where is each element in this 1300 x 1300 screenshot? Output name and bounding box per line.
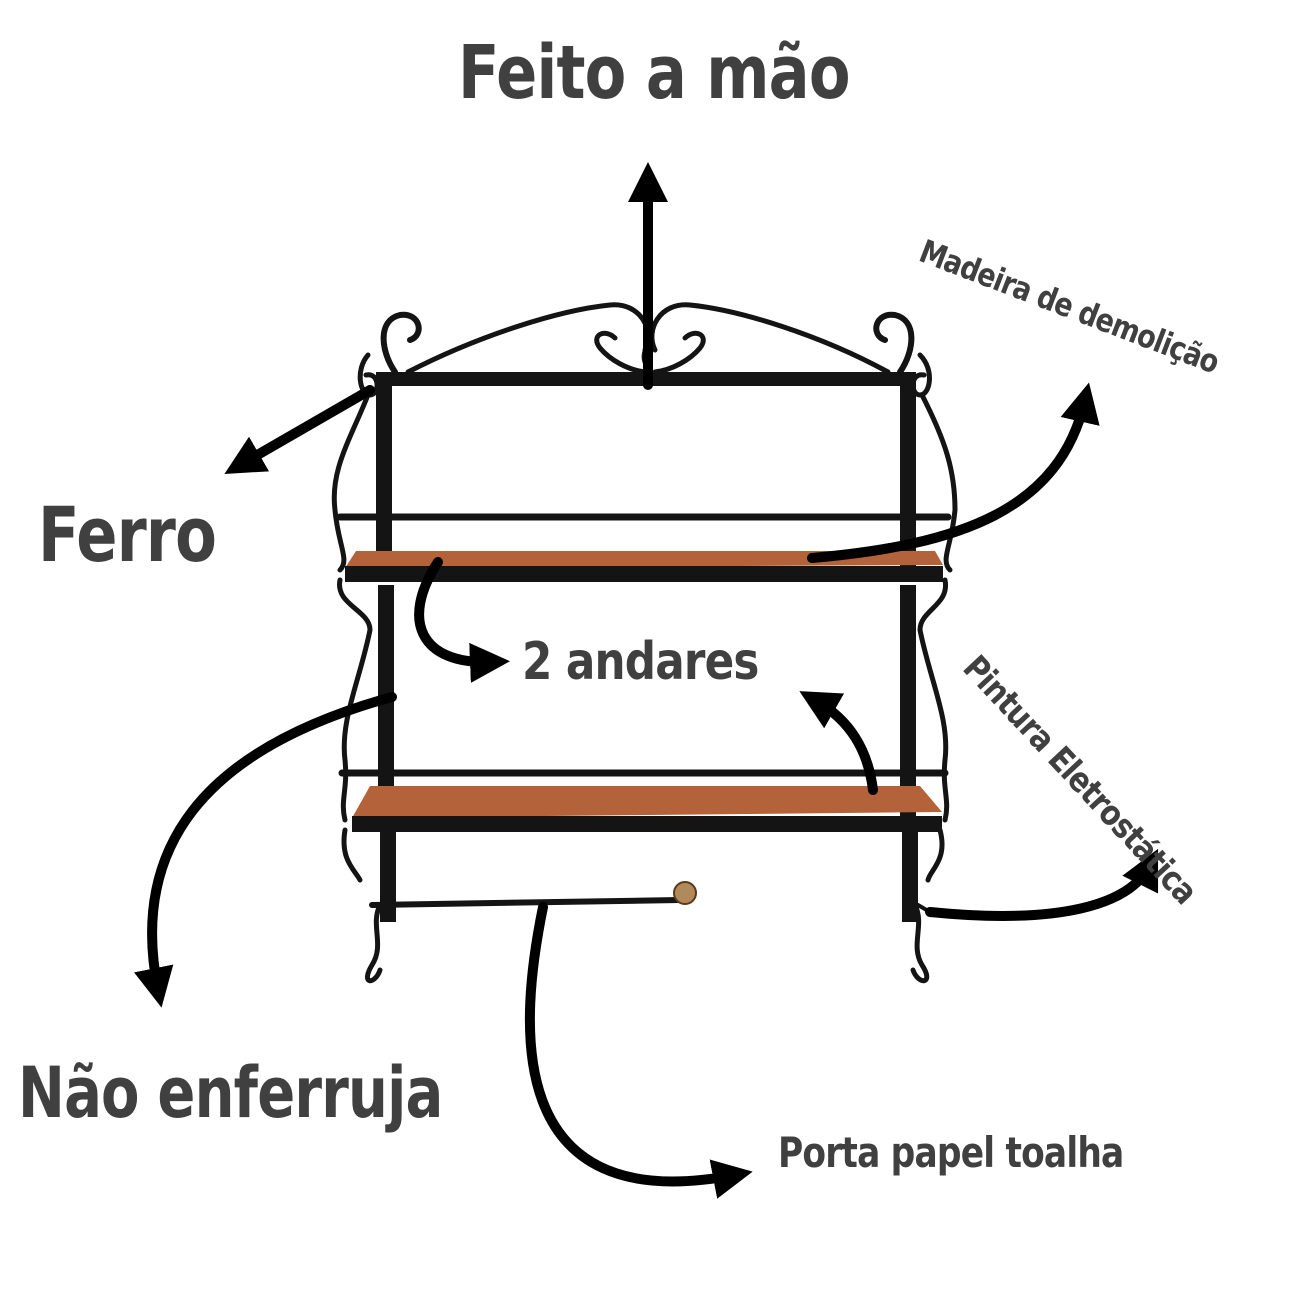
label-feito-a-mao: Feito a mão <box>458 30 851 116</box>
label-nao-enferruja: Não enferruja <box>18 1052 443 1134</box>
arrow-icon-ferro <box>224 385 375 474</box>
arrow-icon-nao <box>134 692 397 1008</box>
arrow-icon-andares-right <box>799 691 878 795</box>
arrow-icon-andares <box>414 557 510 683</box>
arrow-icon-porta <box>524 902 753 1199</box>
arrows <box>134 162 1159 1199</box>
label-porta-papel-toalha: Porta papel toalha <box>778 1128 1124 1177</box>
towel-knob <box>673 881 697 905</box>
wood-shelves <box>345 551 943 832</box>
iron-frame <box>331 302 958 984</box>
arrow-icon-madeira <box>807 382 1100 563</box>
label-ferro: Ferro <box>38 490 217 579</box>
label-2-andares: 2 andares <box>522 632 759 692</box>
arrow-icon-pintura <box>925 848 1159 921</box>
